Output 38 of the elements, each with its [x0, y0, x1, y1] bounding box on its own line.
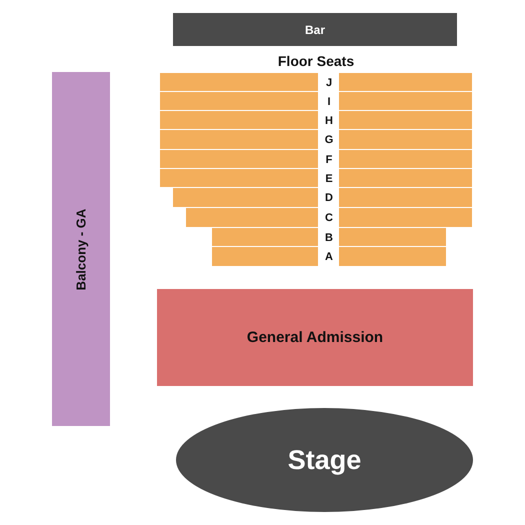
seating-row	[339, 73, 472, 91]
seating-row	[160, 130, 318, 149]
section-label: General Admission	[246, 329, 384, 346]
row-letter: E	[325, 172, 333, 184]
seating-row	[160, 169, 318, 187]
seating-row	[339, 188, 472, 207]
row-letter: J	[326, 76, 332, 88]
seating-row	[339, 130, 472, 149]
row-letter: D	[325, 192, 333, 204]
row-letter: B	[325, 232, 333, 244]
seating-row	[160, 111, 318, 129]
seating-row	[339, 92, 472, 110]
seating-row	[339, 208, 472, 227]
seating-row	[160, 92, 318, 110]
section-label: Balcony - GA	[74, 208, 88, 290]
row-letter: G	[324, 134, 334, 146]
seating-row	[173, 188, 318, 207]
seating-row	[212, 228, 318, 246]
balcony-section	[52, 72, 110, 426]
bar-area	[173, 13, 457, 46]
row-letter: H	[325, 114, 333, 126]
section-label: Bar	[304, 22, 325, 36]
row-letter: I	[327, 96, 331, 108]
row-letter: F	[326, 154, 332, 166]
seating-row	[160, 150, 318, 168]
row-letter: C	[325, 212, 333, 224]
seating-row	[339, 169, 472, 187]
seating-row	[339, 228, 446, 246]
row-letter: A	[325, 251, 333, 263]
area-label: Floor Seats	[278, 53, 354, 69]
general-admission-section	[157, 289, 473, 386]
seating-row	[212, 247, 318, 266]
seating-row	[339, 111, 472, 129]
seating-row	[339, 150, 472, 168]
seating-row	[186, 208, 318, 227]
seating-row	[339, 247, 446, 266]
seating-row	[160, 73, 318, 91]
section-label: Stage	[288, 444, 362, 476]
